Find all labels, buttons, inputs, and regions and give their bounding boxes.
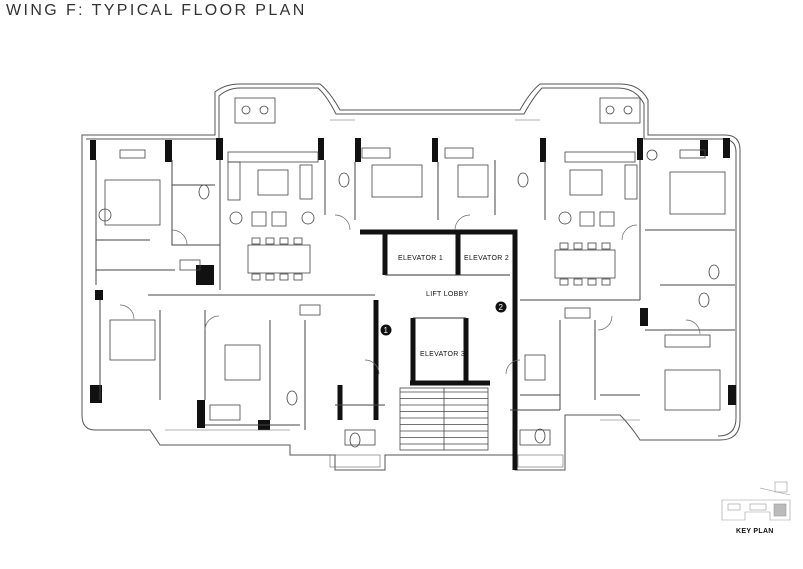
- elevator-3-label: ELEVATOR 3: [420, 351, 465, 358]
- dining-chairs-right: [559, 242, 611, 286]
- key-plan: [721, 481, 791, 521]
- building-outline: [81, 83, 741, 471]
- key-plan-label: KEY PLAN: [736, 528, 774, 535]
- furniture-left-unit: [98, 97, 319, 421]
- marker-1: 1: [380, 324, 392, 336]
- lift-lobby-label: LIFT LOBBY: [426, 291, 469, 298]
- elevator-1-label: ELEVATOR 1: [398, 255, 443, 262]
- balcony-railings: [165, 119, 640, 468]
- furniture-right-unit: [554, 97, 726, 411]
- door-swings: [119, 214, 701, 375]
- dining-chairs-left: [251, 237, 303, 281]
- interior-partitions: [95, 160, 735, 430]
- staircase: [399, 387, 489, 451]
- marker-2-text: 2: [499, 303, 504, 312]
- marker-1-text: 1: [384, 326, 389, 335]
- marker-2: 2: [495, 301, 507, 313]
- elevator-2-label: ELEVATOR 2: [464, 255, 509, 262]
- lift-core: [337, 229, 518, 470]
- page-title: WING F: TYPICAL FLOOR PLAN: [6, 2, 307, 19]
- furniture-middle-units: [179, 147, 720, 448]
- structural-walls: [90, 138, 736, 430]
